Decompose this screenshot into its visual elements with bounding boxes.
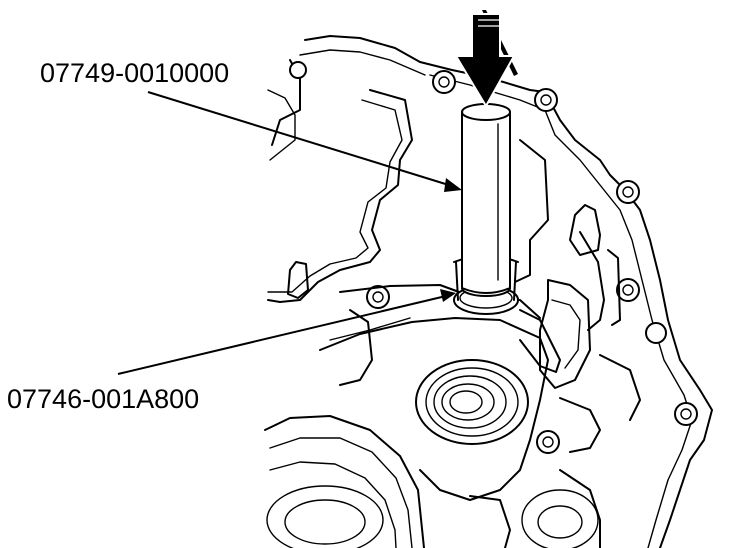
downward-force-arrow bbox=[454, 10, 518, 108]
differential-gear bbox=[264, 415, 601, 548]
leader-line-attachment bbox=[117, 289, 456, 375]
driver-attachment-part-number: 07746-001A800 bbox=[7, 384, 200, 414]
driver-handle-part-number: 07749-0010000 bbox=[40, 58, 230, 88]
leader-line-handle bbox=[147, 91, 462, 192]
driver-handle bbox=[461, 103, 511, 297]
case-internal-ribs bbox=[319, 139, 641, 501]
bearing bbox=[415, 359, 529, 445]
